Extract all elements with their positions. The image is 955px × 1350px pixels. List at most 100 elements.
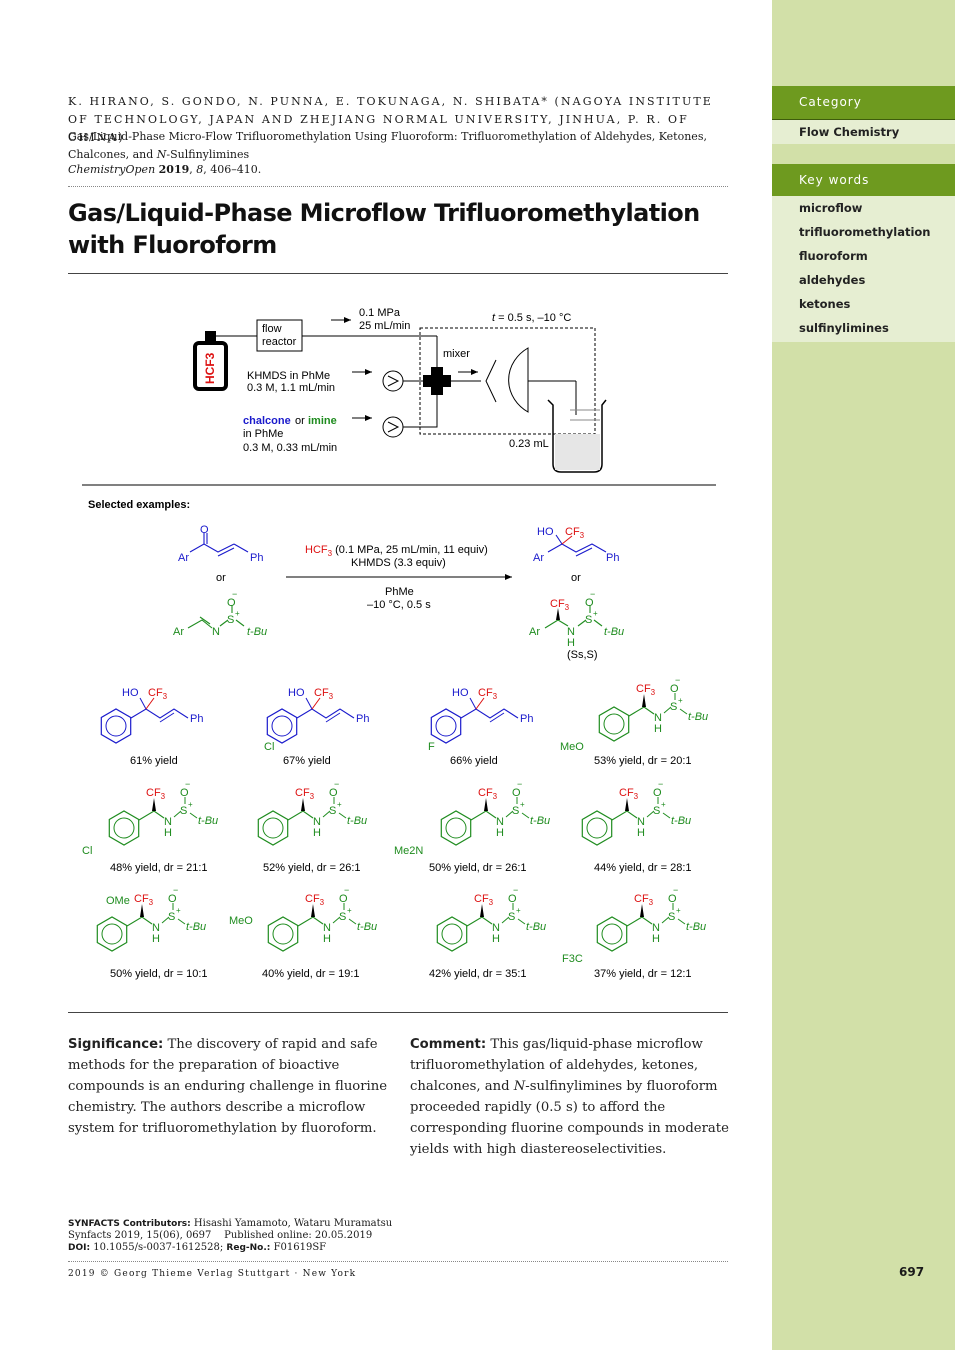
svg-text:t-Bu: t-Bu [688, 711, 708, 723]
svg-text:HO: HO [288, 687, 305, 699]
reactor-dome-icon [508, 347, 529, 413]
yield-label: 37% yield, dr = 12:1 [594, 968, 692, 980]
svg-text:N: N [654, 712, 662, 724]
keyword: fluoroform [799, 249, 868, 263]
collected-volume: 0.23 mL [509, 438, 549, 450]
svg-text:Ph: Ph [250, 552, 263, 564]
svg-text:t-Bu: t-Bu [671, 815, 691, 827]
svg-text:−: − [517, 779, 522, 789]
svg-text:O: O [339, 893, 348, 905]
svg-text:N: N [152, 922, 160, 934]
svg-text:CF3: CF3 [550, 598, 570, 612]
svg-text:O: O [168, 893, 177, 905]
svg-text:CF3: CF3 [634, 893, 654, 907]
reference-citation: ChemistryOpen 2019, 8, 406–410. [68, 163, 262, 176]
svg-text:Ar: Ar [533, 552, 544, 564]
svg-text:Ar: Ar [173, 626, 184, 638]
mixer-icon [423, 367, 451, 395]
svg-text:Cl: Cl [82, 845, 92, 857]
reaction-scheme: HCF3 flow reactor 0.1 MPa 25 mL/min t = … [82, 307, 716, 980]
svg-text:−: − [673, 885, 678, 895]
yield-label: 61% yield [130, 755, 178, 767]
substrate-solvent: in PhMe [243, 428, 283, 440]
svg-text:HO: HO [537, 526, 554, 538]
svg-text:MeO: MeO [560, 741, 584, 753]
significance-paragraph: Significance: The discovery of rapid and… [68, 1037, 388, 1136]
yield-label: 44% yield, dr = 28:1 [594, 862, 692, 874]
svg-text:CF3: CF3 [619, 787, 639, 801]
divider [68, 273, 728, 274]
svg-text:S: S [339, 911, 346, 923]
keyword: aldehydes [799, 273, 866, 287]
or-label: or [216, 572, 226, 584]
svg-text:O: O [227, 597, 236, 609]
gas-pressure: 0.1 MPa [359, 307, 401, 319]
svg-text:O: O [585, 597, 594, 609]
svg-text:t-Bu: t-Bu [686, 921, 706, 933]
svg-text:+: + [593, 609, 598, 618]
svg-text:H: H [652, 933, 660, 945]
svg-text:t-Bu: t-Bu [526, 921, 546, 933]
svg-text:CF3: CF3 [148, 687, 168, 701]
svg-text:−: − [513, 885, 518, 895]
svg-text:S: S [168, 911, 175, 923]
svg-text:t-Bu: t-Bu [347, 815, 367, 827]
svg-text:t-Bu: t-Bu [530, 815, 550, 827]
svg-text:O: O [653, 787, 662, 799]
yield-label: 67% yield [283, 755, 331, 767]
svg-text:N: N [567, 626, 575, 638]
divider [68, 186, 728, 187]
copyright: 2019 © Georg Thieme Verlag Stuttgart · N… [68, 1269, 357, 1279]
svg-text:O: O [508, 893, 517, 905]
svg-text:H: H [492, 933, 500, 945]
svg-text:CF3: CF3 [146, 787, 166, 801]
svg-text:−: − [675, 675, 680, 685]
substrate-rate: 0.3 M, 0.33 mL/min [243, 442, 337, 454]
svg-text:+: + [520, 800, 525, 809]
svg-text:t-Bu: t-Bu [186, 921, 206, 933]
svg-text:−: − [344, 885, 349, 895]
svg-text:N: N [323, 922, 331, 934]
svg-text:CF3: CF3 [478, 787, 498, 801]
svg-text:−: − [658, 779, 663, 789]
svg-text:S: S [180, 805, 187, 817]
svg-text:CF3: CF3 [305, 893, 325, 907]
beaker-liquid [555, 434, 600, 470]
svg-text:S: S [508, 911, 515, 923]
svg-text:CF3: CF3 [134, 893, 154, 907]
svg-text:CF3: CF3 [636, 683, 656, 697]
cylinder-valve-icon [205, 331, 216, 343]
svg-text:O: O [180, 787, 189, 799]
flow-diagram: HCF3 flow reactor 0.1 MPa 25 mL/min t = … [193, 307, 607, 473]
svg-text:Ph: Ph [190, 713, 203, 725]
svg-text:N: N [496, 816, 504, 828]
svg-text:+: + [661, 800, 666, 809]
svg-text:CF3: CF3 [474, 893, 494, 907]
pump-icon [382, 370, 404, 392]
selected-examples-heading: Selected examples: [88, 499, 190, 511]
mixer-label: mixer [443, 348, 470, 360]
svg-text:−: − [185, 779, 190, 789]
svg-text:H: H [496, 827, 504, 839]
yield-label: 52% yield, dr = 26:1 [263, 862, 361, 874]
svg-text:−: − [173, 885, 178, 895]
svg-text:CF3: CF3 [478, 687, 498, 701]
keyword: ketones [799, 297, 851, 311]
pump-icon [382, 416, 404, 438]
svg-text:t-Bu: t-Bu [247, 626, 267, 638]
svg-text:+: + [176, 906, 181, 915]
svg-text:S: S [512, 805, 519, 817]
keyword: trifluoromethylation [799, 225, 931, 239]
yield-label: 66% yield [450, 755, 498, 767]
gas-flow-rate: 25 mL/min [359, 320, 410, 332]
cylinder-label: HCF3 [203, 352, 217, 384]
svg-text:+: + [188, 800, 193, 809]
svg-text:+: + [235, 609, 240, 618]
authors: K. Hirano, S. Gondo, N. Punna, E. Tokuna… [68, 95, 713, 144]
